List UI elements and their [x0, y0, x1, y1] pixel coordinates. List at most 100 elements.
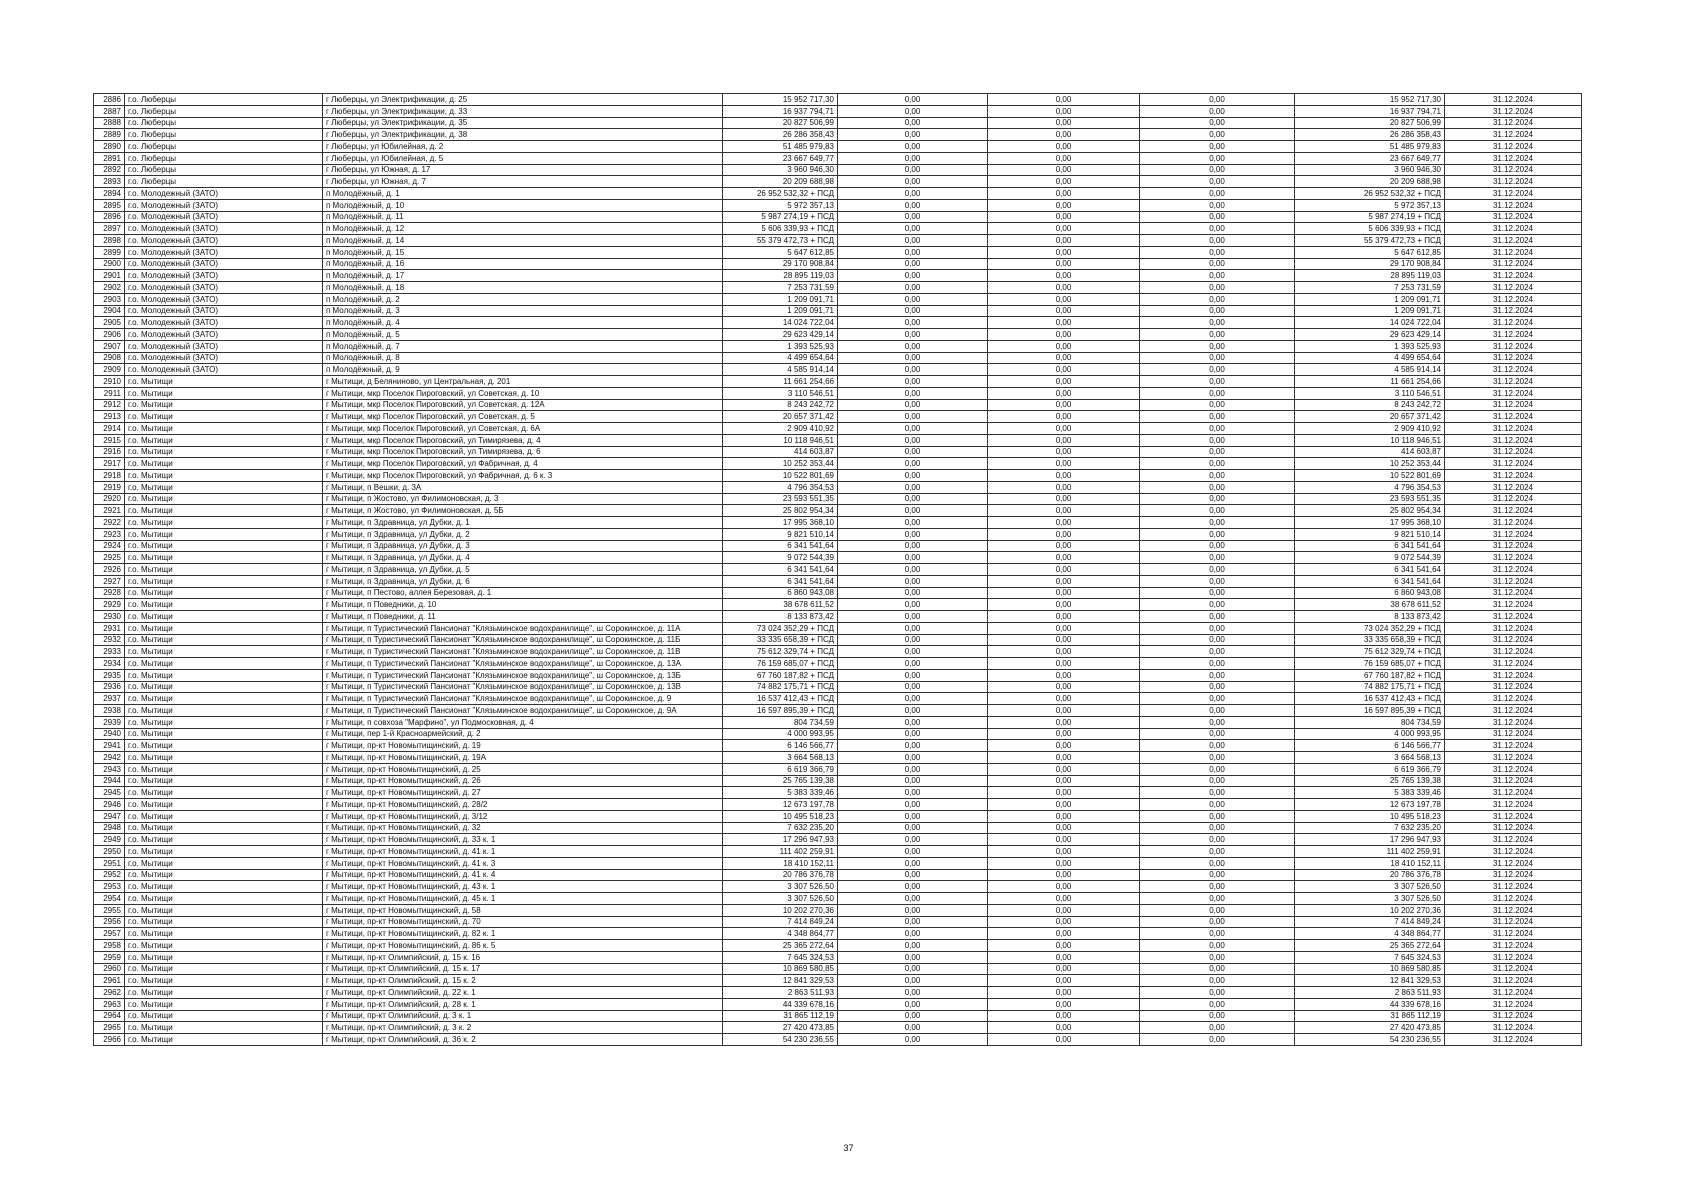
row-number-cell: 2915	[93, 433, 125, 447]
zero-amount-cell-2: 0,00	[987, 786, 1140, 799]
zero-amount-cell-2: 0,00	[987, 880, 1140, 893]
municipality-cell: г.о. Молодежный (ЗАТО)	[124, 281, 323, 294]
total-amount-cell: 7 632 235,20	[1294, 821, 1445, 835]
address-cell: п Молодёжный, д. 16	[322, 257, 723, 271]
total-amount-cell: 26 952 532,32 + ПСД	[1294, 187, 1445, 200]
zero-amount-cell-2: 0,00	[987, 950, 1140, 964]
zero-amount-cell-3: 0,00	[1139, 809, 1295, 823]
zero-amount-cell-3: 0,00	[1139, 551, 1295, 564]
cost-amount-cell: 55 379 472,73 + ПСД	[722, 234, 838, 247]
deadline-date-cell: 31.12.2024	[1444, 151, 1582, 165]
municipality-cell: г.о. Люберцы	[124, 163, 323, 177]
zero-amount-cell-1: 0,00	[837, 715, 988, 729]
zero-amount-cell-3: 0,00	[1139, 398, 1295, 412]
total-amount-cell: 9 072 544,39	[1294, 551, 1445, 564]
row-number-cell: 2958	[93, 939, 125, 952]
total-amount-cell: 25 802 954,34	[1294, 504, 1445, 517]
zero-amount-cell-1: 0,00	[837, 187, 988, 200]
zero-amount-cell-1: 0,00	[837, 140, 988, 153]
total-amount-cell: 31 865 112,19	[1294, 1009, 1445, 1023]
zero-amount-cell-1: 0,00	[837, 457, 988, 470]
deadline-date-cell: 31.12.2024	[1444, 163, 1582, 177]
zero-amount-cell-3: 0,00	[1139, 328, 1295, 341]
municipality-cell: г.о. Мытищи	[124, 704, 323, 717]
row-number-cell: 2935	[93, 668, 125, 682]
cost-amount-cell: 7 645 324,53	[722, 950, 838, 964]
row-number-cell: 2959	[93, 950, 125, 964]
zero-amount-cell-2: 0,00	[987, 610, 1140, 623]
zero-amount-cell-1: 0,00	[837, 198, 988, 212]
municipality-cell: г.о. Мытищи	[124, 762, 323, 776]
municipality-cell: г.о. Молодежный (ЗАТО)	[124, 234, 323, 247]
cost-amount-cell: 7 253 731,59	[722, 281, 838, 294]
deadline-date-cell: 31.12.2024	[1444, 104, 1582, 118]
total-amount-cell: 4 796 354,53	[1294, 480, 1445, 494]
zero-amount-cell-2: 0,00	[987, 457, 1140, 470]
row-number-cell: 2934	[93, 657, 125, 670]
deadline-date-cell: 31.12.2024	[1444, 422, 1582, 435]
municipality-cell: г.о. Мытищи	[124, 739, 323, 752]
deadline-date-cell: 31.12.2024	[1444, 375, 1582, 388]
deadline-date-cell: 31.12.2024	[1444, 386, 1582, 400]
deadline-date-cell: 31.12.2024	[1444, 140, 1582, 153]
total-amount-cell: 33 335 658,39 + ПСД	[1294, 633, 1445, 647]
zero-amount-cell-1: 0,00	[837, 762, 988, 776]
municipality-cell: г.о. Молодежный (ЗАТО)	[124, 187, 323, 200]
zero-amount-cell-2: 0,00	[987, 328, 1140, 341]
total-amount-cell: 20 209 688,98	[1294, 175, 1445, 188]
row-number-cell: 2927	[93, 574, 125, 588]
municipality-cell: г.о. Люберцы	[124, 140, 323, 153]
zero-amount-cell-1: 0,00	[837, 128, 988, 141]
municipality-cell: г.о. Мытищи	[124, 645, 323, 658]
zero-amount-cell-2: 0,00	[987, 751, 1140, 764]
total-amount-cell: 51 485 979,83	[1294, 140, 1445, 153]
row-number-cell: 2922	[93, 516, 125, 529]
row-number-cell: 2945	[93, 786, 125, 799]
address-cell: г Люберцы, ул Юбилейная, д. 5	[322, 151, 723, 165]
zero-amount-cell-2: 0,00	[987, 856, 1140, 870]
total-amount-cell: 6 341 541,64	[1294, 574, 1445, 588]
zero-amount-cell-3: 0,00	[1139, 997, 1295, 1011]
deadline-date-cell: 31.12.2024	[1444, 950, 1582, 964]
zero-amount-cell-3: 0,00	[1139, 586, 1295, 600]
zero-amount-cell-3: 0,00	[1139, 927, 1295, 940]
zero-amount-cell-2: 0,00	[987, 727, 1140, 741]
zero-amount-cell-3: 0,00	[1139, 539, 1295, 553]
municipality-cell: г.о. Мытищи	[124, 457, 323, 470]
address-cell: г Мытищи, пр-кт Новомытищинский, д. 28/2	[322, 798, 723, 811]
total-amount-cell: 27 420 473,85	[1294, 1021, 1445, 1034]
zero-amount-cell-3: 0,00	[1139, 140, 1295, 153]
deadline-date-cell: 31.12.2024	[1444, 234, 1582, 247]
zero-amount-cell-1: 0,00	[837, 445, 988, 459]
total-amount-cell: 2 909 410,92	[1294, 422, 1445, 435]
zero-amount-cell-3: 0,00	[1139, 668, 1295, 682]
zero-amount-cell-3: 0,00	[1139, 469, 1295, 482]
zero-amount-cell-3: 0,00	[1139, 610, 1295, 623]
zero-amount-cell-3: 0,00	[1139, 833, 1295, 846]
total-amount-cell: 3 110 546,51	[1294, 386, 1445, 400]
cost-amount-cell: 20 786 376,78	[722, 868, 838, 882]
address-cell: г Мытищи, пр-кт Новомытищинский, д. 3/12	[322, 809, 723, 823]
row-number-cell: 2954	[93, 892, 125, 905]
deadline-date-cell: 31.12.2024	[1444, 281, 1582, 294]
deadline-date-cell: 31.12.2024	[1444, 187, 1582, 200]
zero-amount-cell-3: 0,00	[1139, 128, 1295, 141]
zero-amount-cell-1: 0,00	[837, 915, 988, 929]
address-cell: г Мытищи, пр-кт Новомытищинский, д. 25	[322, 762, 723, 776]
zero-amount-cell-1: 0,00	[837, 398, 988, 412]
deadline-date-cell: 31.12.2024	[1444, 903, 1582, 917]
cost-amount-cell: 3 307 526,50	[722, 892, 838, 905]
zero-amount-cell-1: 0,00	[837, 739, 988, 752]
cost-amount-cell: 10 202 270,36	[722, 903, 838, 917]
address-cell: г Мытищи, пр-кт Новомытищинский, д. 70	[322, 915, 723, 929]
address-cell: г Мытищи, п Здравница, ул Дубки, д. 6	[322, 574, 723, 588]
